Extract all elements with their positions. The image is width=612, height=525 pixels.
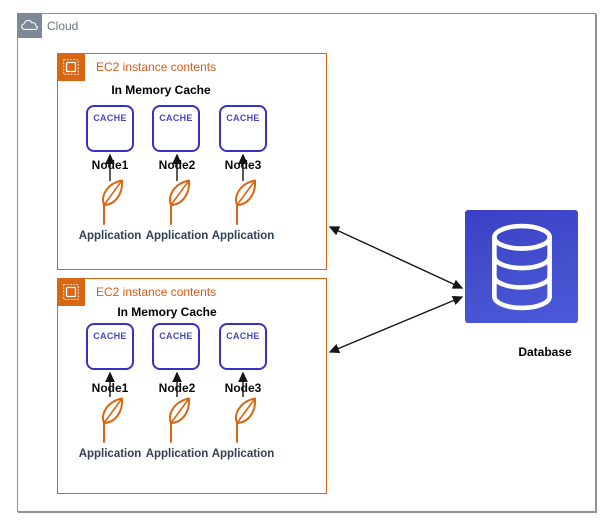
application-label-2-3: Application [211,448,275,460]
ec2-group-1-label: EC2 instance contents [96,60,217,74]
cache-node-2-1: CACHE [86,323,134,370]
cache-label: CACHE [93,113,127,123]
cache-node-2-2: CACHE [152,323,200,370]
ec2-icon [57,53,85,81]
application-leaf-icon [163,179,193,230]
ec2-icon [57,278,85,306]
application-leaf-icon [229,397,259,448]
ec2-group-1 [57,53,327,270]
node-label-2-2: Node2 [158,381,196,395]
cache-node-1-2: CACHE [152,105,200,152]
ec2-group-2 [57,278,327,494]
application-label-2-2: Application [145,448,209,460]
cache-label: CACHE [93,331,127,341]
application-leaf-icon [96,179,126,230]
cache-label: CACHE [159,331,193,341]
ec2-group-2-label: EC2 instance contents [96,285,217,299]
cloud-icon [17,13,42,38]
node-label-2-1: Node1 [91,381,129,395]
node-label-1-3: Node3 [224,158,262,172]
node-label-1-2: Node2 [158,158,196,172]
database-label: Database [518,345,572,359]
in-memory-cache-title-1: In Memory Cache [111,83,211,97]
cloud-boundary [17,13,596,512]
cache-node-1-3: CACHE [219,105,267,152]
cache-node-2-3: CACHE [219,323,267,370]
node-label-1-1: Node1 [91,158,129,172]
cloud-label: Cloud [47,19,79,33]
application-label-2-1: Application [78,448,142,460]
application-leaf-icon [229,179,259,230]
application-label-1-1: Application [78,230,142,242]
application-label-1-3: Application [211,230,275,242]
application-leaf-icon [163,397,193,448]
node-label-2-3: Node3 [224,381,262,395]
in-memory-cache-title-2: In Memory Cache [117,305,217,319]
cache-node-1-1: CACHE [86,105,134,152]
cache-label: CACHE [226,113,260,123]
cache-label: CACHE [159,113,193,123]
application-leaf-icon [96,397,126,448]
application-label-1-2: Application [145,230,209,242]
database-icon [465,210,578,323]
cache-label: CACHE [226,331,260,341]
